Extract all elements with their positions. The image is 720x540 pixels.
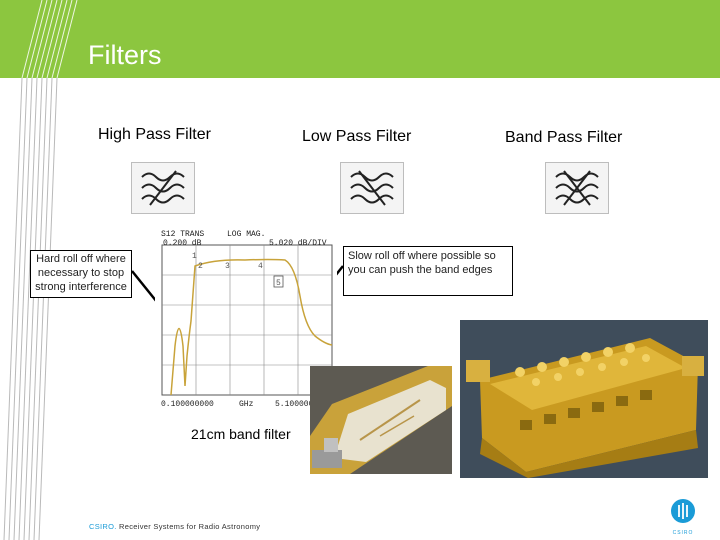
photo-cavity-filter bbox=[310, 366, 452, 474]
csiro-logo: CSIRO bbox=[670, 498, 696, 536]
filter-symbol-icon bbox=[131, 162, 195, 214]
plot-marker: 4 bbox=[258, 262, 263, 271]
plot-axis-unit: GHz bbox=[239, 400, 254, 409]
plot-label-ref: 0.200 dB bbox=[163, 239, 202, 248]
plot-marker: 2 bbox=[198, 262, 203, 271]
callout-hard-rolloff: Hard roll off where necessary to stop st… bbox=[30, 250, 132, 298]
csiro-logo-text: CSIRO bbox=[672, 530, 694, 536]
heading-band-pass: Band Pass Filter bbox=[505, 129, 623, 146]
footer-text: Receiver Systems for Radio Astronomy bbox=[119, 522, 261, 531]
footer-org: CSIRO. bbox=[89, 522, 117, 531]
plot-label-scale: 5.020 dB/DIV bbox=[269, 239, 327, 248]
photo-bandpass-filter bbox=[460, 320, 708, 478]
plot-axis-stop: 5.100000000 bbox=[275, 400, 328, 409]
heading-high-pass: High Pass Filter bbox=[98, 126, 211, 143]
plot-marker: 5 bbox=[276, 279, 281, 288]
filter-symbol-icon bbox=[545, 162, 609, 214]
callout-slow-rolloff: Slow roll off where possible so you can … bbox=[343, 246, 513, 296]
filter-response-plot: S12 TRANS LOG MAG. 0.200 dB 5.020 dB/DIV… bbox=[155, 226, 337, 412]
plot-caption: 21cm band filter bbox=[191, 426, 291, 442]
plot-label-s12: S12 TRANS bbox=[161, 230, 204, 239]
heading-low-pass: Low Pass Filter bbox=[302, 128, 412, 145]
footer: CSIRO. Receiver Systems for Radio Astron… bbox=[89, 522, 260, 531]
plot-marker: 1 bbox=[192, 252, 197, 261]
plot-label-logmag: LOG MAG. bbox=[227, 230, 265, 239]
plot-marker: 3 bbox=[225, 262, 230, 271]
csiro-logo-icon bbox=[671, 499, 695, 523]
header-band bbox=[0, 0, 720, 78]
plot-axis-start: 0.100000000 bbox=[161, 400, 214, 409]
slide-title: Filters bbox=[88, 40, 162, 70]
filter-symbol-icon bbox=[340, 162, 404, 214]
decorative-stripes bbox=[3, 0, 78, 540]
